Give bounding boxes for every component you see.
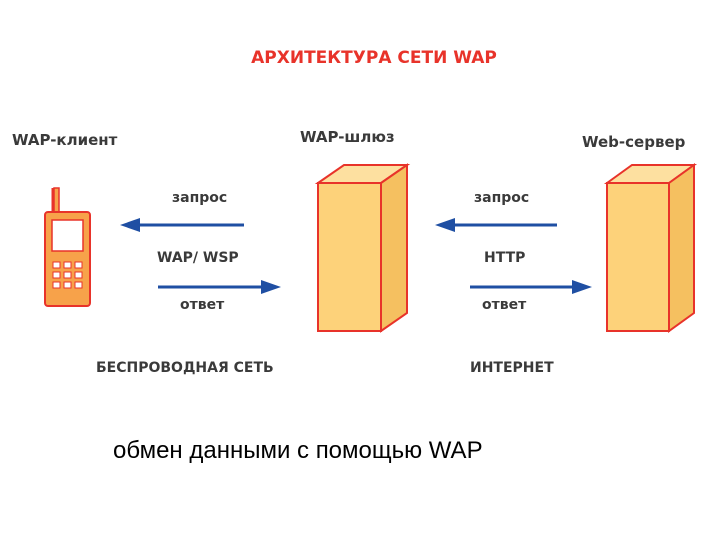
arrow-request-right <box>435 218 557 232</box>
server-label: Web-сервер <box>582 133 686 151</box>
client-label: WAP-клиент <box>12 131 118 149</box>
request-label-wireless: запрос <box>172 190 228 206</box>
server-box-icon <box>603 163 698 333</box>
protocol-label-http: HTTP <box>484 250 526 266</box>
gateway-box-icon <box>314 163 411 333</box>
request-label-internet: запрос <box>474 190 530 206</box>
response-label-internet: ответ <box>482 297 527 313</box>
arrow-request-left <box>120 218 244 232</box>
gateway-label: WAP-шлюз <box>300 128 395 146</box>
arrow-response-left <box>158 280 281 294</box>
segment-label-internet: ИНТЕРНЕТ <box>470 360 554 376</box>
mobile-phone-icon <box>44 187 91 307</box>
segment-label-wireless: БЕСПРОВОДНАЯ СЕТЬ <box>96 360 274 376</box>
arrow-response-right <box>470 280 592 294</box>
caption: обмен данными с помощью WAP <box>113 437 483 464</box>
diagram-title: АРХИТЕКТУРА СЕТИ WAP <box>251 48 497 68</box>
protocol-label-wap-wsp: WAP/ WSP <box>157 250 239 266</box>
response-label-wireless: ответ <box>180 297 225 313</box>
